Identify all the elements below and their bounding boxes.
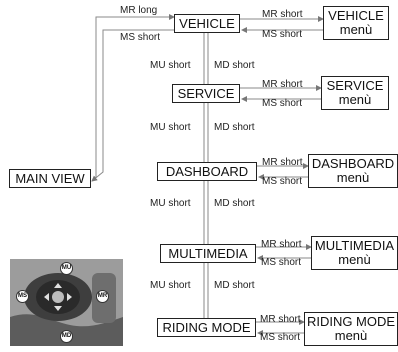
label-vehicle-mr-short: MR short (262, 9, 303, 20)
label-ridingmode-mr-short: MR short (260, 314, 301, 325)
label-mu-short-3: MU short (150, 198, 191, 209)
vehicle-menu-line2: menù (339, 22, 373, 37)
button-mr-marker: MR (96, 290, 109, 303)
label-dashboard-mr-short: MR short (262, 157, 303, 168)
label-mu-short-4: MU short (150, 280, 191, 291)
handlebar-controller-photo: MU MS MR MD (10, 259, 123, 346)
label-md-short-4: MD short (214, 280, 255, 291)
label-dashboard-ms-short: MS short (262, 176, 303, 187)
node-dashboard-menu: DASHBOARD menù (308, 154, 398, 188)
label-mu-short-1: MU short (150, 60, 191, 71)
node-riding-mode: RIDING MODE (157, 318, 256, 337)
label-service-mr-short: MR short (262, 79, 303, 90)
button-ms-marker: MS (16, 290, 29, 303)
label-mu-short-2: MU short (150, 122, 191, 133)
label-service-ms-short: MS short (262, 98, 303, 109)
label-md-short-1: MD short (214, 60, 255, 71)
node-main-view: MAIN VIEW (9, 169, 91, 188)
node-dashboard: DASHBOARD (157, 162, 257, 181)
service-menu-line2: menù (338, 92, 372, 107)
label-multimedia-ms-short: MS short (261, 257, 302, 268)
label-ridingmode-ms-short: MS short (260, 332, 301, 343)
node-vehicle: VEHICLE (174, 14, 240, 33)
dashboard-menu-line1: DASHBOARD (311, 156, 395, 171)
node-service-menu: SERVICE menù (321, 76, 389, 110)
riding-mode-menu-line1: RIDING MODE (306, 314, 396, 329)
edge-mainview-to-vehicle (95, 14, 175, 178)
label-mr-long: MR long (120, 5, 158, 16)
label-vehicle-ms-short: MS short (262, 29, 303, 40)
service-menu-line1: SERVICE (326, 78, 384, 93)
edge-vehicle-to-mainview (91, 29, 174, 182)
vehicle-menu-line1: VEHICLE (328, 8, 384, 23)
node-multimedia-menu: MULTIMEDIA menù (311, 236, 398, 270)
multimedia-menu-line2: menù (338, 252, 371, 267)
node-riding-mode-menu: RIDING MODE menù (304, 312, 398, 346)
label-multimedia-mr-short: MR short (261, 239, 302, 250)
label-md-short-3: MD short (214, 198, 255, 209)
label-ms-short-main: MS short (120, 32, 161, 43)
button-md-marker: MD (60, 330, 73, 343)
node-service: SERVICE (172, 84, 240, 103)
riding-mode-menu-line2: menù (334, 328, 368, 343)
node-vehicle-menu: VEHICLE menù (323, 6, 389, 40)
node-multimedia: MULTIMEDIA (160, 244, 256, 263)
multimedia-menu-line1: MULTIMEDIA (314, 238, 395, 253)
button-mu-marker: MU (60, 262, 73, 275)
dashboard-menu-line2: menù (336, 170, 370, 185)
label-md-short-2: MD short (214, 122, 255, 133)
